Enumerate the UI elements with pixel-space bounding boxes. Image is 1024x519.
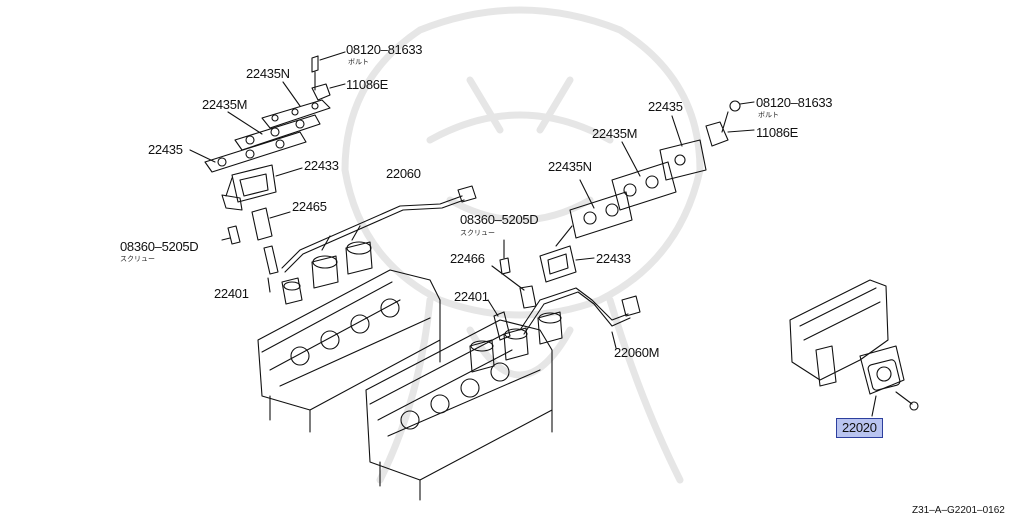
part-sublabel-screw-mid: スクリュー — [460, 229, 495, 237]
diagram-reference-code: Z31–A–G2201–0162 — [912, 505, 1005, 516]
part-label-22435m-right: 22435M — [592, 126, 638, 141]
right-ignition-harness — [469, 287, 641, 373]
left-cylinder-head — [257, 269, 441, 433]
part-label-22401-right: 22401 — [454, 289, 489, 304]
part-label-22435-right: 22435 — [648, 99, 683, 114]
part-label-22435n-right: 22435N — [548, 159, 592, 174]
part-label-08120-81633-left: 08120–81633 — [346, 42, 423, 57]
part-label-11086e-right: 11086E — [756, 125, 799, 140]
part-label-08120-81633-right: 08120–81633 — [756, 95, 833, 110]
part-label-08360-5205d-mid: 08360–5205D — [460, 212, 539, 227]
right-cylinder-head — [365, 319, 553, 501]
part-sublabel-screw-left: スクリュー — [120, 255, 155, 263]
part-label-22401-left: 22401 — [214, 286, 249, 301]
part-label-22020-highlighted[interactable]: 22020 — [836, 418, 883, 438]
part-label-22433-right: 22433 — [596, 251, 631, 266]
left-ignition-harness — [281, 185, 477, 289]
part-label-22435-left: 22435 — [148, 142, 183, 157]
part-label-22060: 22060 — [386, 166, 421, 181]
part-label-22465-left: 22465 — [292, 199, 327, 214]
part-sublabel-bolt-left: ボルト — [348, 58, 369, 66]
part-label-11086e-left: 11086E — [346, 77, 389, 92]
part-label-22060m: 22060M — [614, 345, 660, 360]
part-label-22433-left: 22433 — [304, 158, 339, 173]
part-label-22435m-left: 22435M — [202, 97, 248, 112]
part-label-08360-5205d-left: 08360–5205D — [120, 239, 199, 254]
part-label-22466: 22466 — [450, 251, 485, 266]
part-label-22435n-left: 22435N — [246, 66, 290, 81]
part-sublabel-bolt-right: ボルト — [758, 111, 779, 119]
left-gasket-stack — [189, 51, 346, 305]
plenum-chamber-22020 — [789, 279, 919, 417]
